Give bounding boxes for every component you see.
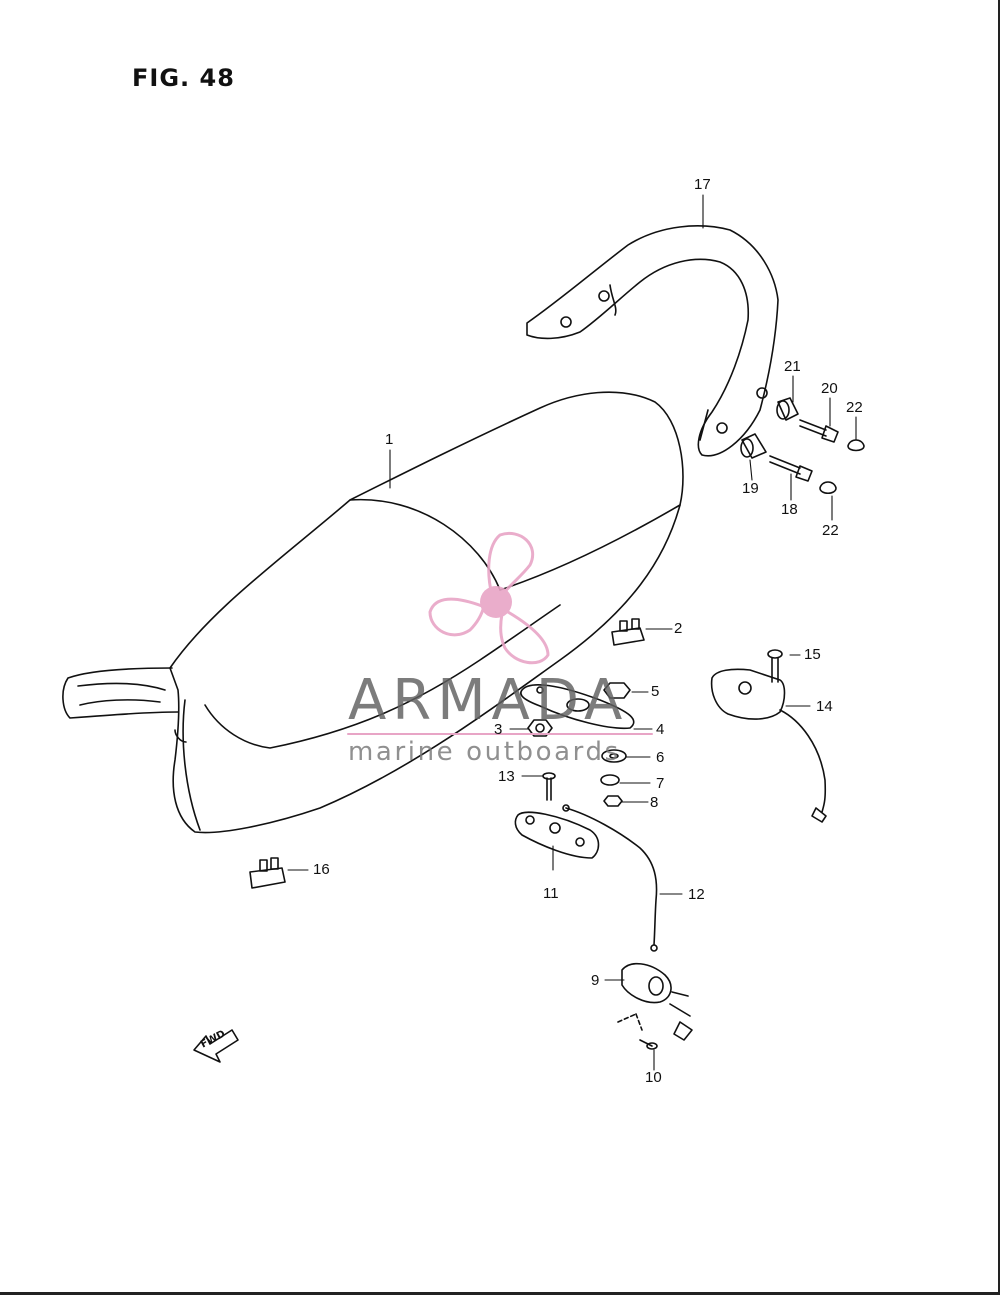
fwd-arrow-icon: [193, 1029, 239, 1063]
figure-title: FIG. 48: [132, 64, 235, 92]
frame-right-border: [998, 0, 1000, 1295]
callout-3: 3: [494, 721, 503, 738]
collar-19-part: [740, 433, 767, 459]
collar-21-part: [776, 397, 799, 421]
screw-15-part: [767, 649, 783, 683]
grab-rail-part: [526, 225, 779, 457]
callout-8: 8: [650, 794, 659, 811]
callout-13: 13: [498, 768, 515, 785]
helmet-holder-14-part: [710, 668, 827, 823]
callout-19: 19: [742, 480, 759, 497]
watermark-brand: ARMADA: [348, 668, 629, 733]
callout-2: 2: [674, 620, 683, 637]
frame-bottom-border: [0, 1292, 1000, 1295]
callout-5: 5: [651, 683, 660, 700]
cap-22-lower-part: [819, 481, 837, 495]
callout-11: 11: [543, 885, 559, 902]
seat-lock-9-part: [621, 962, 693, 1041]
seat-part: [62, 391, 684, 834]
callout-18: 18: [781, 501, 798, 518]
watermark-tagline: marine outboards: [348, 737, 621, 767]
callout-9: 9: [591, 972, 600, 989]
callout-7: 7: [656, 775, 665, 792]
nut-8-part: [603, 795, 623, 807]
callout-16: 16: [313, 861, 330, 878]
callout-10: 10: [645, 1069, 662, 1086]
callout-1: 1: [385, 431, 394, 448]
lock-plate-11-part: [514, 811, 600, 859]
callout-20: 20: [821, 380, 838, 397]
callout-21: 21: [784, 358, 801, 375]
bolt-18-part: [769, 455, 813, 482]
clip-2-part: [611, 618, 645, 646]
washer-7-part: [600, 774, 620, 786]
nut-5-part: [603, 682, 631, 699]
clip-16-part: [249, 857, 286, 889]
callout-22-upper: 22: [846, 399, 863, 416]
cable-12-part: [562, 804, 658, 952]
leader-lines: [287, 194, 857, 1071]
callout-4: 4: [656, 721, 665, 738]
bolt-20-part: [799, 419, 839, 443]
callout-15: 15: [804, 646, 821, 663]
callout-17: 17: [694, 176, 711, 193]
screw-13-part: [542, 772, 556, 801]
cap-22-upper-part: [847, 439, 865, 452]
callout-22-lower: 22: [822, 522, 839, 539]
washer-6-part: [601, 749, 627, 763]
callout-12: 12: [688, 886, 705, 903]
nut-3-part: [527, 719, 553, 737]
propeller-icon: [428, 532, 550, 665]
screw-10-part: [617, 1013, 658, 1050]
bracket-4-part: [520, 684, 635, 730]
callout-14: 14: [816, 698, 833, 715]
callout-6: 6: [656, 749, 665, 766]
